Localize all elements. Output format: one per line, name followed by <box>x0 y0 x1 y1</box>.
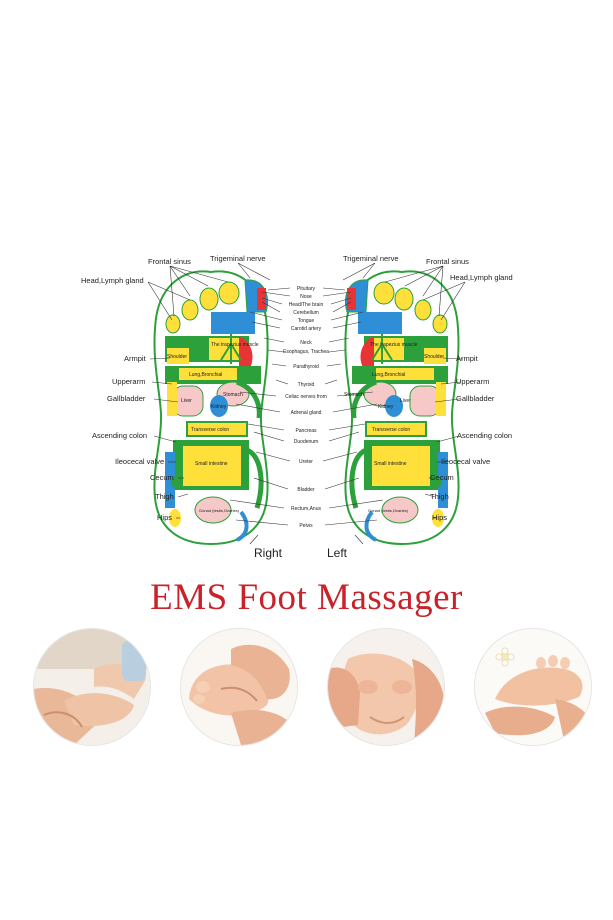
head-brain-label: Head/The brain <box>289 302 324 308</box>
gallbladder-label-right: Gallbladder <box>107 394 146 403</box>
transverse-colon-label: Transverse colon <box>191 427 229 433</box>
adrenal-gland-label: Adrenal gland <box>291 410 322 416</box>
thigh-label-left: Thigh <box>430 492 449 501</box>
liver-label: Liver <box>181 398 192 404</box>
shoulder-label: Shoulder <box>424 354 444 360</box>
product-title: EMS Foot Massager <box>150 577 463 618</box>
left-foot-inner-labels: Shoulder The trapezius muscle Lung,Bronc… <box>344 342 444 513</box>
ileocecal-valve-label-left: Ileocecal valve <box>441 457 490 466</box>
cerebellum-label: Cerebellum <box>293 310 319 316</box>
right-foot-caption: Right <box>254 546 283 560</box>
rectum-anus-label: Rectum,Anus <box>291 506 322 512</box>
leader-lines <box>147 262 466 545</box>
right-foot-labels: Frontal sinus Trigeminal nerve Head,Lymp… <box>81 254 266 522</box>
frontal-sinus-label-left: Frontal sinus <box>426 257 469 266</box>
head-lymph-gland-label-right: Head,Lymph gland <box>81 276 144 285</box>
left-foot-caption: Left <box>327 546 348 560</box>
ureter-label: Ureter <box>299 459 313 465</box>
lung-label: Lung,Bronchial <box>189 372 222 378</box>
pancreas-label: Pancreas <box>295 428 317 434</box>
trigeminal-nerve-label-left: Trigeminal nerve <box>343 254 399 263</box>
bladder-label: Bladder <box>297 487 315 493</box>
lung-label: Lung,Bronchial <box>372 372 405 378</box>
head-lymph-gland-label-left: Head,Lymph gland <box>450 273 513 282</box>
small-intestine-label: Small intestine <box>374 461 407 467</box>
hands-massaging-bare-feet-icon <box>33 628 151 746</box>
celiac-nerves-label: Celiac nerves from <box>285 394 327 400</box>
hips-label-left: Hips <box>432 513 447 522</box>
gallbladder-label-left: Gallbladder <box>456 394 495 403</box>
neck-label: Neck <box>300 340 312 346</box>
duodenum-label: Duodenum <box>294 439 318 445</box>
nose-label: Nose <box>300 294 312 300</box>
cecum-label-right: Cecum <box>150 473 174 482</box>
cecum-label-left: Cecum <box>430 473 454 482</box>
liver-label: Liver <box>400 398 411 404</box>
pelvis-label: Pelvis <box>299 523 313 529</box>
small-intestine-label: Small intestine <box>195 461 228 467</box>
gonad-label: Gonad (testis,Ovaries) <box>368 508 409 513</box>
foot-massage-with-flower-icon <box>474 628 592 746</box>
left-foot-labels: Trigeminal nerve Frontal sinus Head,Lymp… <box>343 254 513 522</box>
parathyroid-label: Parathyroid <box>293 364 319 370</box>
kidney-label: Kidney <box>211 404 227 410</box>
foot-reflexology-diagram: Shoulder The trapezius muscle Lung,Bronc… <box>81 254 513 560</box>
upperarm-label-left: Upperarm <box>456 377 489 386</box>
right-foot: Shoulder The trapezius muscle Lung,Bronc… <box>153 270 269 545</box>
center-labels: Pituitary Nose Head/The brain Cerebellum… <box>283 286 329 529</box>
tongue-label: Tongue <box>298 318 315 324</box>
armpit-label-right: Armpit <box>124 354 147 363</box>
ascending-colon-label-left: Ascending colon <box>457 431 512 440</box>
pituitary-label: Pituitary <box>297 286 316 292</box>
gonad-label: Gonad (testis,Ovaries) <box>199 508 240 513</box>
esophagus-trachea-label: Esophagus, Trachea <box>283 349 329 355</box>
kidney-label: Kidney <box>378 404 394 410</box>
hips-label-right: Hips <box>157 513 172 522</box>
frontal-sinus-label-right: Frontal sinus <box>148 257 191 266</box>
left-foot <box>344 270 460 545</box>
hands-massaging-foot-sole-icon <box>180 628 298 746</box>
stomach-label: Stomach <box>223 392 243 398</box>
thyroid-label: Thyroid <box>298 382 315 388</box>
ileocecal-valve-label-right: Ileocecal valve <box>115 457 164 466</box>
thigh-label-right: Thigh <box>155 492 174 501</box>
transverse-colon-label: Transverse colon <box>372 427 410 433</box>
trapezius-label: The trapezius muscle <box>211 342 259 348</box>
armpit-label-left: Armpit <box>456 354 479 363</box>
shoulder-label: Shoulder <box>167 354 187 360</box>
upperarm-label-right: Upperarm <box>112 377 145 386</box>
stomach-label: Stomach <box>344 392 364 398</box>
ascending-colon-label-right: Ascending colon <box>92 431 147 440</box>
trigeminal-nerve-label-right: Trigeminal nerve <box>210 254 266 263</box>
carotid-artery-label: Carotid artery <box>291 326 322 332</box>
trapezius-label: The trapezius muscle <box>370 342 418 348</box>
thumbs-pressing-foot-sole-icon <box>327 628 445 746</box>
